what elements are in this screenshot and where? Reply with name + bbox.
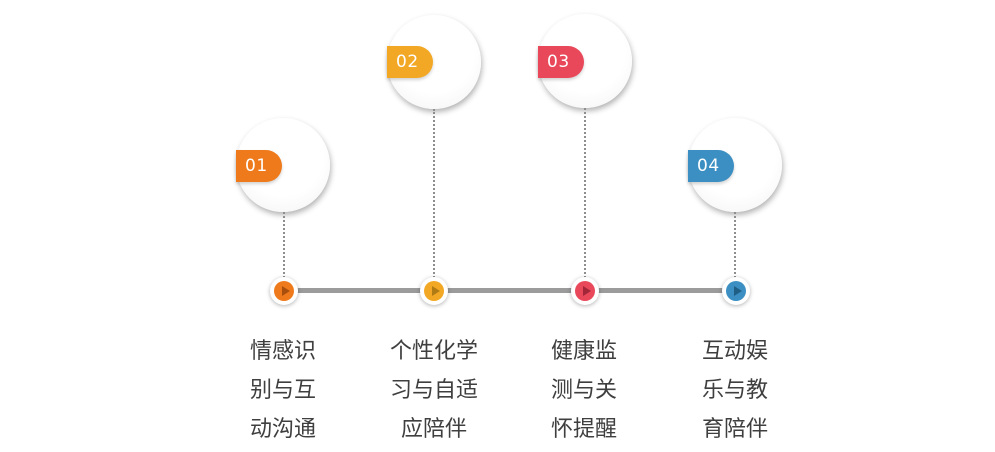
- caption-line: 个性化学: [389, 339, 478, 364]
- timeline-node: [420, 277, 448, 305]
- dotted-connector: [433, 109, 435, 278]
- dotted-connector: [584, 108, 586, 278]
- node-fill: [726, 281, 746, 301]
- node-fill: [424, 281, 444, 301]
- caption-line: 互动娱: [701, 339, 768, 364]
- milestone-number-badge: 04: [688, 150, 734, 182]
- timeline-node: [270, 277, 298, 305]
- caption-line: 测与关: [550, 378, 617, 403]
- timeline-bar: [284, 288, 736, 293]
- milestone-caption: 互动娱 乐与教 育陪伴: [670, 332, 800, 449]
- dotted-connector: [734, 212, 736, 278]
- play-arrow-icon: [282, 286, 290, 296]
- milestone-number-badge: 02: [387, 46, 433, 78]
- milestone-caption: 情感识 别与互 动沟通: [218, 332, 348, 449]
- timeline-node: [571, 277, 599, 305]
- caption-line: 别与互: [249, 378, 316, 403]
- timeline-node: [722, 277, 750, 305]
- play-arrow-icon: [583, 286, 591, 296]
- caption-line: 习与自适: [389, 378, 478, 403]
- caption-line: 健康监: [550, 339, 617, 364]
- caption-line: 应陪伴: [400, 417, 467, 442]
- node-fill: [575, 281, 595, 301]
- caption-line: 育陪伴: [701, 417, 768, 442]
- milestone-caption: 健康监 测与关 怀提醒: [519, 332, 649, 449]
- play-arrow-icon: [432, 286, 440, 296]
- caption-line: 动沟通: [249, 417, 316, 442]
- milestone-number-badge: 03: [538, 46, 584, 78]
- milestone-caption: 个性化学 习与自适 应陪伴: [369, 332, 499, 449]
- caption-line: 乐与教: [701, 378, 768, 403]
- milestone-number-badge: 01: [236, 150, 282, 182]
- caption-line: 怀提醒: [550, 417, 617, 442]
- node-fill: [274, 281, 294, 301]
- caption-line: 情感识: [249, 339, 316, 364]
- play-arrow-icon: [734, 286, 742, 296]
- dotted-connector: [283, 212, 285, 278]
